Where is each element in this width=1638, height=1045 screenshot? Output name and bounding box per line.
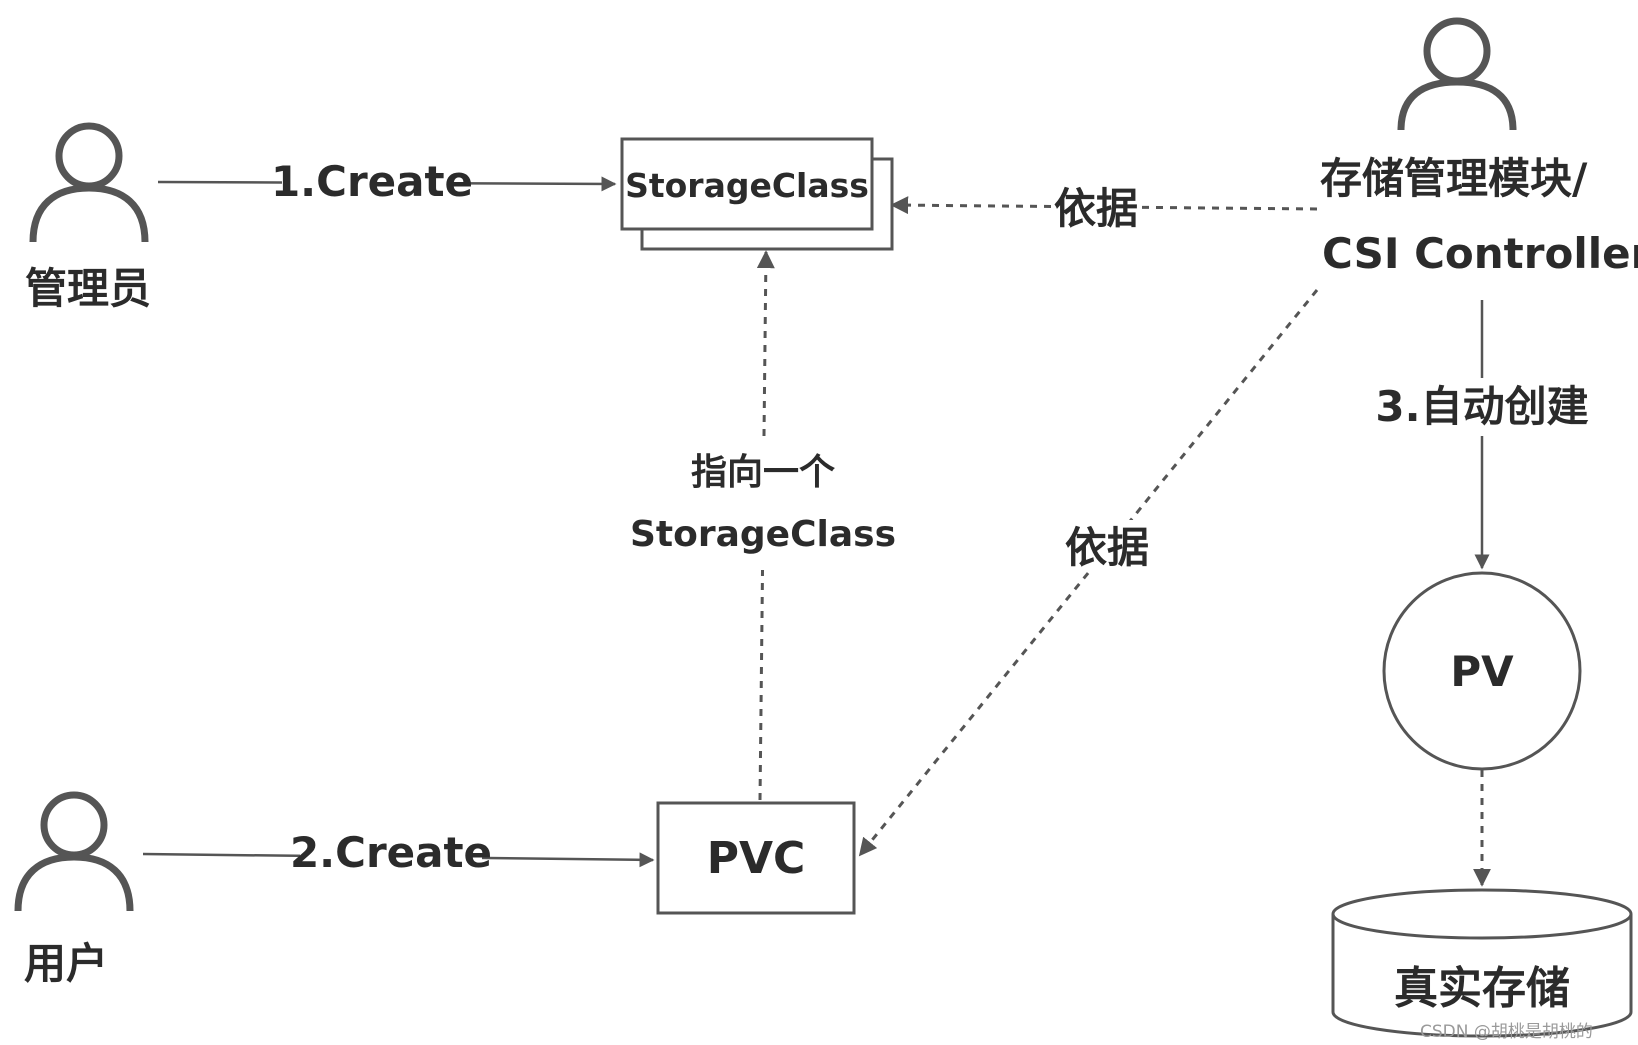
storage-class-label: StorageClass (625, 166, 869, 205)
create2-label: 2.Create (290, 828, 492, 877)
pv-label: PV (1450, 647, 1514, 696)
real-storage-node: 真实存储 (1331, 888, 1633, 1038)
basis-top-label: 依据 (1054, 184, 1138, 233)
pvc-node: PVC (656, 801, 856, 915)
auto-create-label: 3.自动创建 (1375, 382, 1588, 431)
user-label: 用户 (24, 939, 108, 988)
controller-person-icon (1397, 17, 1517, 131)
pvc-label: PVC (707, 833, 806, 884)
pv-node: PV (1382, 571, 1582, 771)
user-person-icon (14, 791, 134, 912)
storage-class-node: StorageClass (620, 137, 894, 251)
real-storage-label: 真实存储 (1394, 963, 1570, 1014)
admin-person-icon (29, 122, 149, 243)
points-to-label-line1: 指向一个 (691, 452, 835, 493)
watermark-text: CSDN @胡桃是胡桃的 (1420, 1022, 1593, 1042)
storage-module-label-line1: 存储管理模块/ (1320, 154, 1588, 203)
storage-module-label-line2: CSI Controller (1322, 229, 1638, 278)
points-to-label-line2: StorageClass (630, 514, 896, 555)
basis-diag-label: 依据 (1065, 523, 1149, 572)
basis-diag-arrow (858, 289, 1319, 857)
admin-label: 管理员 (25, 264, 151, 313)
create1-label: 1.Create (271, 157, 473, 206)
